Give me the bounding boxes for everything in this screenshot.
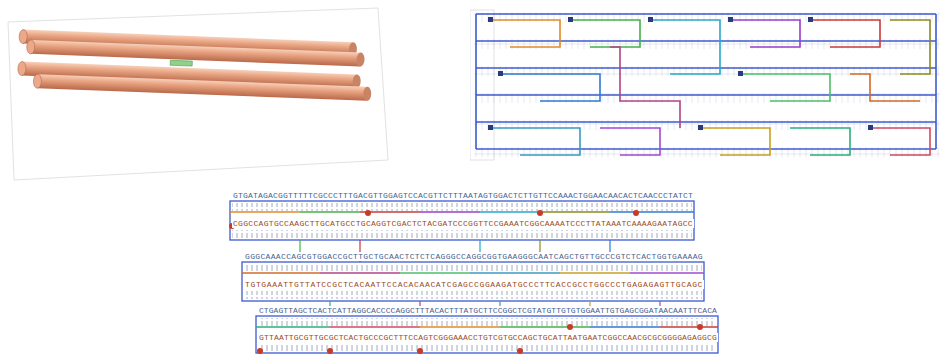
scaffold-sequence: GTGATAGACGGTTTTTCGCCCTTTGACGTTGGAGTCCACG… — [232, 191, 694, 200]
helix-rendering — [0, 0, 400, 185]
scaffold-sequence: CTGAGTTAGCTCACTCATTAGGCACCCCAGGCTTTACACT… — [258, 306, 718, 315]
path-diagram — [470, 4, 942, 184]
staple-sequence: TGTGAAATTGTTATCCGCTCACAATTCCACACAACATCGA… — [244, 280, 704, 289]
staple-sequence: GTTAATTGCGTTGCGCTCACTGCCCGCTTTCCAGTCGGGA… — [258, 333, 718, 342]
scaffold-sequence: GGGCAAACCAGCGTGGACCGCTTGCTGCAACTCTCTCAGG… — [244, 252, 704, 261]
staple-sequence: CGGCCAGTGCCAAGCTTGCATGCCTGCAGGTCGACTCTAC… — [232, 219, 694, 228]
